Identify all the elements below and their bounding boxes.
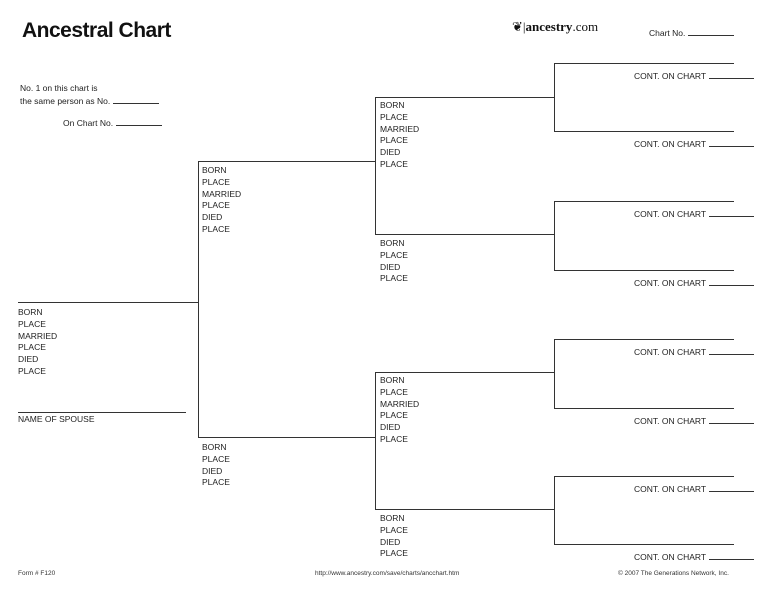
person-1-born-field[interactable]: BORN xyxy=(18,307,43,317)
gen3-1-place-field[interactable]: PLACE xyxy=(380,111,408,122)
gen3-4-born-field[interactable]: BORN xyxy=(380,513,405,523)
connector-line xyxy=(198,161,199,438)
father-died-field[interactable]: DIED xyxy=(202,212,223,223)
intro-line-1: No. 1 on this chart is xyxy=(20,83,98,93)
gen3-3-place-field[interactable]: PLACE xyxy=(380,434,408,444)
father-place-field[interactable]: PLACE xyxy=(202,200,230,211)
copyright: © 2007 The Generations Network, Inc. xyxy=(618,570,729,577)
gen3-1-place-field[interactable]: PLACE xyxy=(380,135,408,146)
mother-born-field[interactable]: BORN xyxy=(202,442,227,452)
cont-on-chart-field[interactable]: CONT. ON CHART xyxy=(634,208,755,221)
mother-died-field[interactable]: DIED xyxy=(202,465,223,476)
connector-line xyxy=(554,476,734,477)
gen3-3-married-field[interactable]: MARRIED xyxy=(380,398,420,409)
gen3-1-place-field[interactable]: PLACE xyxy=(380,159,408,169)
connector-line xyxy=(375,97,376,235)
father-place-field[interactable]: PLACE xyxy=(202,224,230,234)
person-1-died-field[interactable]: DIED xyxy=(18,354,39,365)
mother-place-field[interactable]: PLACE xyxy=(202,453,230,464)
person-1-married-field[interactable]: MARRIED xyxy=(18,330,58,341)
gen3-4-place-field[interactable]: PLACE xyxy=(380,524,408,535)
gen3-2-place-field[interactable]: PLACE xyxy=(380,249,408,260)
gen3-3-born-field[interactable]: BORN xyxy=(380,375,405,385)
connector-line xyxy=(375,372,555,373)
connector-line xyxy=(554,63,734,64)
connector-line xyxy=(554,270,734,271)
connector-line xyxy=(375,509,555,510)
cont-on-chart-field[interactable]: CONT. ON CHART xyxy=(634,483,755,496)
form-number: Form # F120 xyxy=(18,570,56,577)
spouse-name-label: NAME OF SPOUSE xyxy=(18,414,95,424)
gen3-3-died-field[interactable]: DIED xyxy=(380,422,401,433)
connector-line xyxy=(554,201,555,271)
connector-line xyxy=(375,97,555,98)
cont-on-chart-field[interactable]: CONT. ON CHART xyxy=(634,346,755,359)
cont-on-chart-field[interactable]: CONT. ON CHART xyxy=(634,138,755,151)
person-1-place-field[interactable]: PLACE xyxy=(18,366,46,376)
on-chart-field[interactable]: On Chart No. xyxy=(63,117,163,130)
connector-line xyxy=(198,437,376,438)
cont-on-chart-field[interactable]: CONT. ON CHART xyxy=(634,70,755,83)
gen3-4-died-field[interactable]: DIED xyxy=(380,536,401,547)
cont-on-chart-field[interactable]: CONT. ON CHART xyxy=(634,277,755,290)
father-place-field[interactable]: PLACE xyxy=(202,176,230,187)
connector-line xyxy=(375,234,555,235)
gen3-2-place-field[interactable]: PLACE xyxy=(380,273,408,284)
connector-line xyxy=(554,476,555,545)
ancestry-logo: ❦|ancestry.com xyxy=(512,19,599,34)
person-1-place-field[interactable]: PLACE xyxy=(18,342,46,353)
gen3-1-born-field[interactable]: BORN xyxy=(380,100,405,110)
connector-line xyxy=(554,339,555,409)
connector-line xyxy=(554,339,734,340)
father-born-field[interactable]: BORN xyxy=(202,165,227,175)
same-person-field[interactable]: the same person as No. xyxy=(20,95,160,108)
connector-line xyxy=(554,408,734,409)
father-married-field[interactable]: MARRIED xyxy=(202,188,242,199)
connector-line xyxy=(18,412,186,413)
mother-place-field[interactable]: PLACE xyxy=(202,477,230,488)
gen3-3-place-field[interactable]: PLACE xyxy=(380,410,408,421)
connector-line xyxy=(554,544,734,545)
gen3-2-born-field[interactable]: BORN xyxy=(380,238,405,248)
gen3-1-died-field[interactable]: DIED xyxy=(380,147,401,158)
connector-line xyxy=(554,63,555,132)
cont-on-chart-field[interactable]: CONT. ON CHART xyxy=(634,415,755,428)
gen3-4-place-field[interactable]: PLACE xyxy=(380,548,408,559)
leaf-icon: ❦| xyxy=(512,19,526,34)
connector-line xyxy=(198,161,376,162)
connector-line xyxy=(18,302,199,303)
person-1-place-field[interactable]: PLACE xyxy=(18,318,46,329)
connector-line xyxy=(554,131,734,132)
connector-line xyxy=(375,372,376,510)
gen3-1-married-field[interactable]: MARRIED xyxy=(380,123,420,134)
cont-on-chart-field[interactable]: CONT. ON CHART xyxy=(634,551,755,564)
footer-url: http://www.ancestry.com/save/charts/ancc… xyxy=(315,570,460,577)
connector-line xyxy=(554,201,734,202)
gen3-3-place-field[interactable]: PLACE xyxy=(380,386,408,397)
page-title: Ancestral Chart xyxy=(22,19,171,42)
gen3-2-died-field[interactable]: DIED xyxy=(380,261,401,272)
chart-number-field[interactable]: Chart No. xyxy=(649,27,735,40)
